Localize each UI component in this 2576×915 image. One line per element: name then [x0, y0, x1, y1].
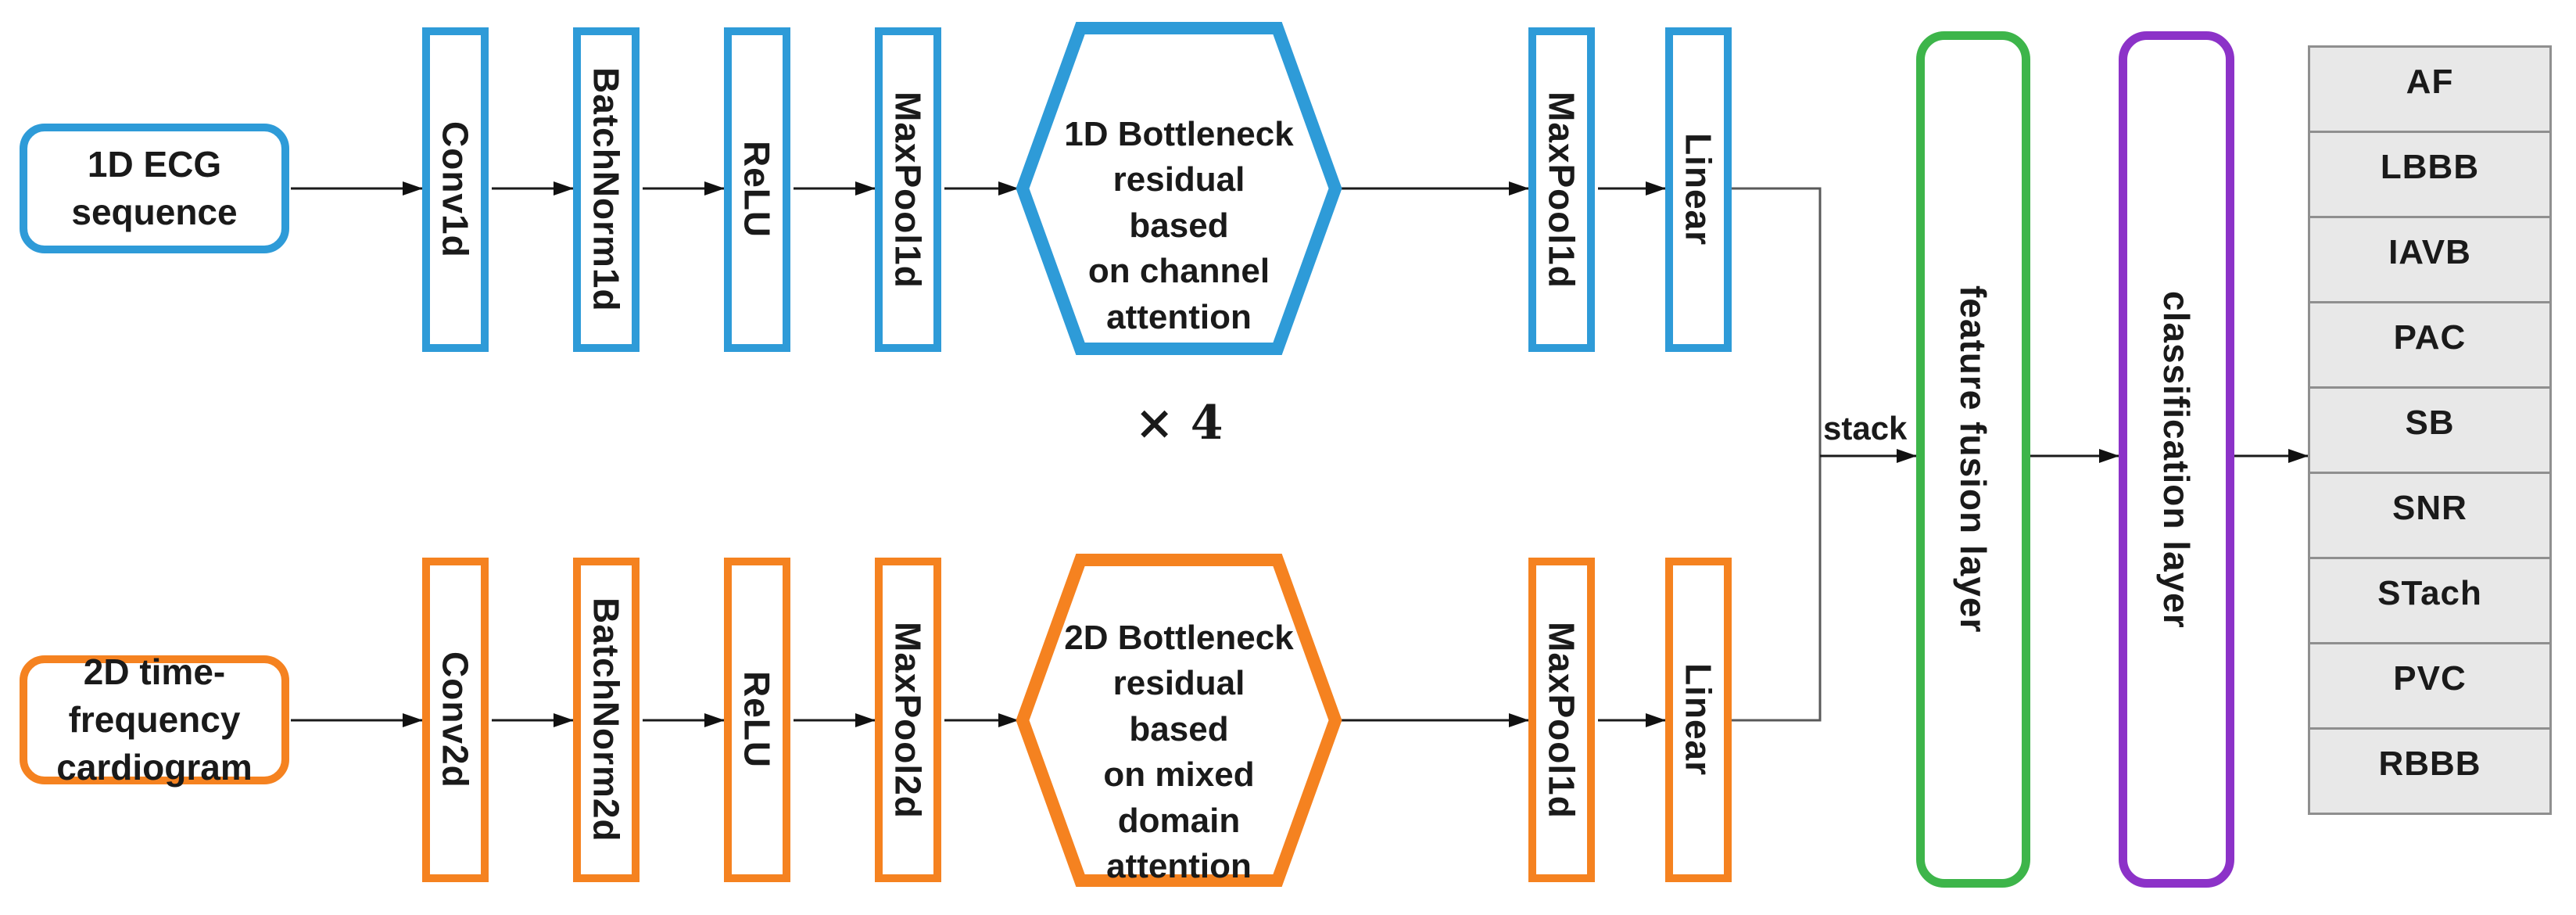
layer-relu-1d: ReLU: [724, 27, 790, 352]
class-cell-pvc: PVC: [2308, 642, 2552, 730]
layer-conv1d: Conv1d: [422, 27, 489, 352]
layer-batchnorm1d-label: BatchNorm1d: [586, 67, 627, 312]
class-cell-pac: PAC: [2308, 301, 2552, 389]
input-1d-ecg-label: 1D ECG sequence: [71, 144, 238, 232]
layer-relu-2d-label: ReLU: [736, 671, 778, 769]
layer-maxpool1d: MaxPool1d: [875, 27, 941, 352]
class-cell-rbbb: RBBB: [2308, 727, 2552, 815]
layer-maxpool2d-label: MaxPool2d: [887, 621, 929, 819]
stack-label: stack: [1823, 410, 1908, 447]
layer-conv1d-label: Conv1d: [435, 121, 476, 258]
bottleneck-1d-text: 1D Bottleneck residual based on channel …: [1062, 66, 1296, 501]
class-cell-af: AF: [2308, 45, 2552, 133]
classification-layer-box: classification layer: [2119, 31, 2234, 888]
layer-batchnorm2d-label: BatchNorm2d: [586, 597, 627, 842]
class-cell-snr: SNR: [2308, 472, 2552, 559]
bottleneck-2d-text: 2D Bottleneck residual based on mixed do…: [1062, 569, 1296, 915]
layer-linear-2d-label: Linear: [1678, 663, 1719, 777]
class-cell-sb: SB: [2308, 386, 2552, 474]
input-2d-cardiogram-box: 2D time- frequency cardiogram: [20, 651, 289, 788]
layer-maxpool2d: MaxPool2d: [875, 558, 941, 882]
class-cell-iavb: IAVB: [2308, 216, 2552, 303]
feature-fusion-layer-label: feature fusion layer: [1953, 285, 1994, 633]
input-2d-cardiogram-label: 2D time- frequency cardiogram: [56, 651, 253, 788]
merge-wire: [1732, 187, 1822, 722]
bottleneck-2d-label: 2D Bottleneck residual based on mixed do…: [1064, 618, 1294, 886]
layer-maxpool1d-post-2d: MaxPool1d: [1528, 558, 1595, 882]
classification-layer-label: classification layer: [2156, 290, 2197, 629]
bottleneck-1d-multiplier: × 4: [1134, 395, 1224, 450]
layer-maxpool1d-post-2d-label: MaxPool1d: [1541, 621, 1582, 819]
class-cell-lbbb: LBBB: [2308, 131, 2552, 218]
layer-linear-2d: Linear: [1665, 558, 1732, 882]
layer-linear-1d-label: Linear: [1678, 133, 1719, 246]
layer-relu-2d: ReLU: [724, 558, 790, 882]
class-cell-stach: STach: [2308, 557, 2552, 644]
layer-batchnorm1d: BatchNorm1d: [573, 27, 640, 352]
output-class-list: AF LBBB IAVB PAC SB SNR STach PVC RBBB: [2308, 45, 2552, 815]
layer-linear-1d: Linear: [1665, 27, 1732, 352]
bottleneck-2d-hexagon: [1016, 554, 1342, 887]
layer-maxpool1d-post-label: MaxPool1d: [1541, 91, 1582, 289]
layer-conv2d: Conv2d: [422, 558, 489, 882]
layer-maxpool1d-post: MaxPool1d: [1528, 27, 1595, 352]
layer-maxpool1d-label: MaxPool1d: [887, 91, 929, 289]
layer-batchnorm2d: BatchNorm2d: [573, 558, 640, 882]
layer-conv2d-label: Conv2d: [435, 651, 476, 788]
bottleneck-1d-hexagon: [1016, 22, 1342, 355]
feature-fusion-layer-box: feature fusion layer: [1916, 31, 2030, 888]
layer-relu-1d-label: ReLU: [736, 141, 778, 239]
input-1d-ecg-box: 1D ECG sequence: [20, 124, 289, 253]
bottleneck-1d-label: 1D Bottleneck residual based on channel …: [1064, 114, 1294, 336]
